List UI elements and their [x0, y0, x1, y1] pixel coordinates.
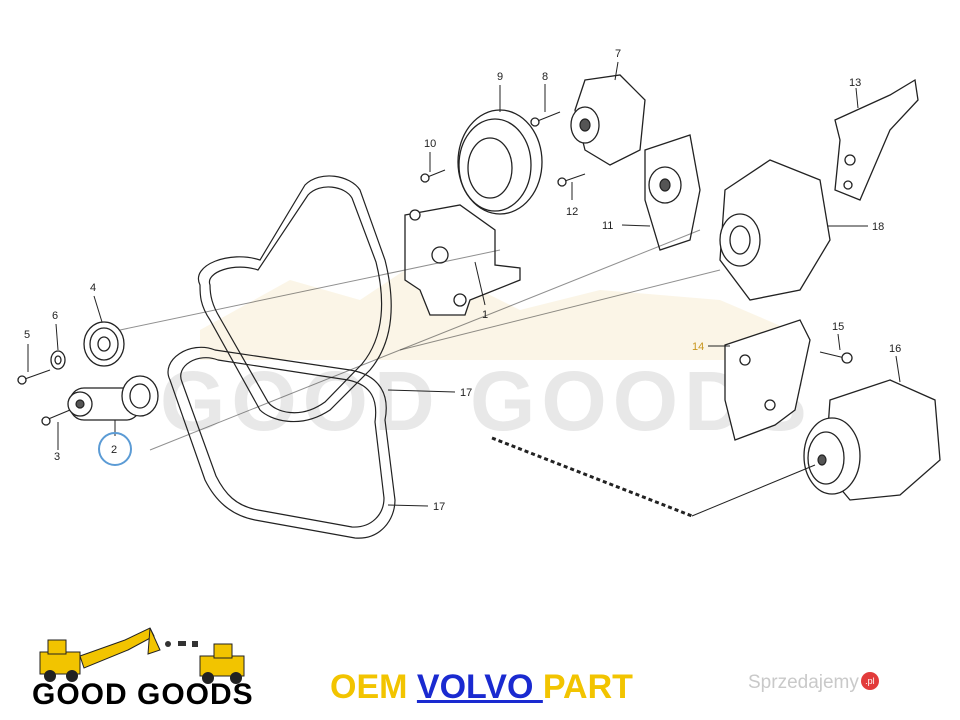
- site-badge-dot-icon: .pl: [860, 672, 879, 690]
- callout-15: 15: [832, 321, 844, 333]
- bolt-12: [557, 173, 586, 187]
- tools-icon: [165, 641, 198, 647]
- oem-prefix: OEM: [330, 668, 417, 706]
- bolt-5: [17, 369, 51, 385]
- crankshaft-pulley-9: [457, 109, 543, 215]
- bracket-14: [724, 319, 811, 441]
- callout-5: 5: [24, 329, 30, 341]
- callout-labels: 1 2 3 4 5 6 7 8 9 10 11 12 13 14 15 16 1…: [24, 48, 901, 513]
- bolt-15: [819, 351, 853, 364]
- callout-18: 18: [872, 221, 884, 233]
- leader-lines: [27, 61, 901, 507]
- callout-6: 6: [52, 310, 58, 322]
- callout-12: 12: [566, 206, 578, 218]
- watermark: GOOD GOODS: [160, 260, 813, 448]
- callout-11: 11: [602, 220, 613, 232]
- bolt-10: [420, 169, 446, 183]
- site-badge-text: Sprzedajemy: [748, 672, 859, 693]
- callout-14: 14: [692, 341, 704, 353]
- bolt-8: [530, 111, 561, 127]
- drive-belt-upper: [197, 175, 392, 423]
- oem-brand: VOLVO: [416, 668, 543, 706]
- callout-2: 2: [111, 444, 117, 456]
- oem-suffix: PART: [542, 668, 633, 706]
- loader-icon: [199, 643, 245, 684]
- compressor-leader: [691, 464, 816, 517]
- ac-compressor-16: [803, 379, 941, 501]
- highlight-ring: [98, 432, 132, 466]
- footer-logo-text: GOOD GOODS: [32, 678, 254, 711]
- callout-3: 3: [54, 451, 60, 463]
- callout-1: 1: [482, 309, 488, 321]
- callout-4: 4: [90, 282, 96, 294]
- watermark-text: GOOD GOODS: [160, 354, 813, 448]
- pump-housing-7: [570, 74, 646, 166]
- oem-volvo-part-banner: OEM VOLVO PART: [330, 668, 633, 707]
- alternator-18: [719, 159, 831, 301]
- callout-17-lower: 17: [433, 501, 445, 513]
- callout-10: 10: [424, 138, 436, 150]
- callout-9: 9: [497, 71, 503, 83]
- callout-16: 16: [889, 343, 901, 355]
- excavator-icon: [39, 627, 161, 682]
- idler-pulley-4: [83, 321, 125, 367]
- washer-6: [50, 350, 66, 370]
- dashed-leader: [491, 436, 693, 518]
- belt-tensioner-11: [644, 134, 701, 251]
- bolt-3: [41, 409, 71, 426]
- callout-7: 7: [615, 48, 621, 60]
- callout-8: 8: [542, 71, 548, 83]
- callout-13: 13: [849, 77, 861, 89]
- tensioner-assembly: [67, 375, 159, 421]
- sprzedajemy-watermark: Sprzedajemy.pl: [748, 672, 879, 694]
- bracket-13: [834, 78, 919, 201]
- drive-belt-lower: [167, 346, 396, 539]
- callout-17-upper: 17: [460, 387, 472, 399]
- good-goods-logo: [39, 627, 245, 684]
- mounting-bracket-1: [404, 204, 521, 316]
